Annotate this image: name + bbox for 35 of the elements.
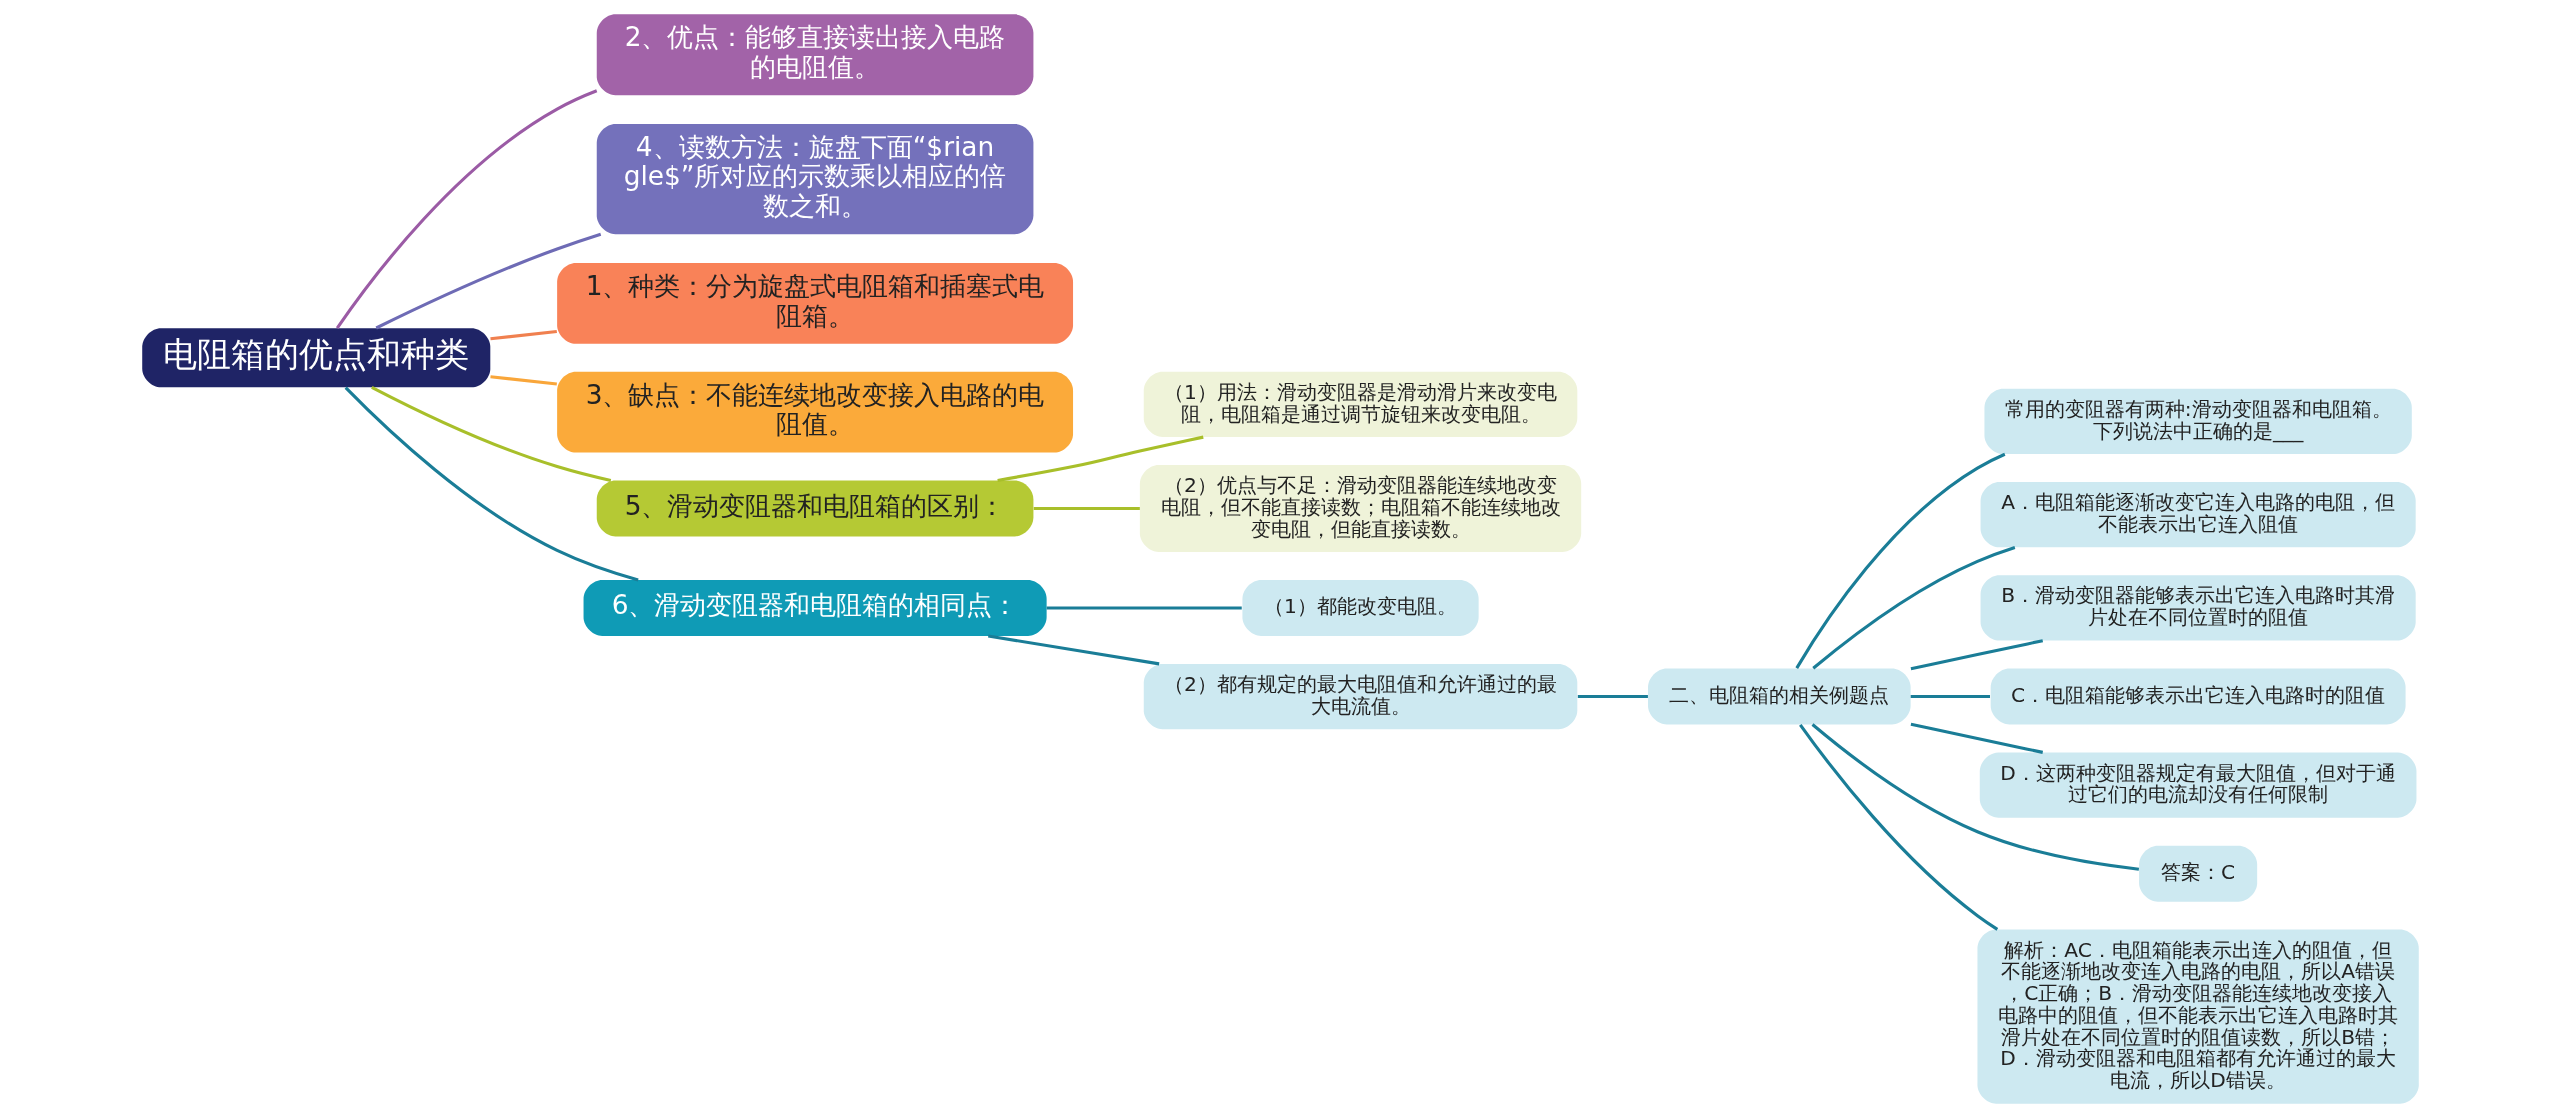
node-box: 1、种类：分为旋盘式电阻箱和插塞式电阻箱。 xyxy=(556,262,1073,344)
node-box: B．滑动变阻器能够表示出它连入电路时其滑片处在不同位置时的阻值 xyxy=(1980,575,2416,641)
node-box: D．这两种变阻器规定有最大阻值，但对于通过它们的电流却没有任何限制 xyxy=(1979,752,2416,818)
node-box: 4、读数方法：旋盘下面“$riangle$”所对应的示数乘以相应的倍数之和。 xyxy=(596,123,1033,235)
connector xyxy=(1794,452,2005,669)
connector xyxy=(1577,694,1648,699)
node-box: 二、电阻箱的相关例题点 xyxy=(1647,668,1911,725)
node-box: 5、滑动变阻器和电阻箱的区别： xyxy=(596,480,1033,537)
node-box: 解析：AC．电阻箱能表示出连入的阻值，但不能逐渐地改变连入电路的电阻，所以A错误，C正确；B．滑动变阻器能连续地改变接入电路中的阻值，但不能表示出它连入电路时其滑片处在不同位置时的阻值读数，所以B错；D．滑动变阻器和电阻箱都有允许通过的最大电流，所以D错误。 xyxy=(1976,929,2419,1104)
connector xyxy=(489,375,557,386)
connector xyxy=(1910,694,1990,699)
connector xyxy=(344,386,639,582)
node-box: A．电阻箱能逐渐改变它连入电路的电阻，但不能表示出它连入阻值 xyxy=(1980,482,2416,548)
node-box: 2、优点：能够直接读出接入电路的电阻值。 xyxy=(596,14,1033,96)
node-box: 3、缺点：不能连续地改变接入电路的电阻值。 xyxy=(556,371,1073,453)
node-box: （2）都有规定的最大电阻值和允许通过的最大电流值。 xyxy=(1143,663,1577,730)
connector xyxy=(1811,723,2139,871)
node-box: （1）都能改变电阻。 xyxy=(1241,580,1479,636)
connector xyxy=(375,232,601,330)
node-box: （1）用法：滑动变阻器是滑动滑片来改变电阻，电阻箱是通过调节旋钮来改变电阻。 xyxy=(1143,371,1577,437)
node-box: C．电阻箱能够表示出它连入电路时的阻值 xyxy=(1990,668,2406,725)
connector xyxy=(996,435,1204,482)
node-box: 电阻箱的优点和种类 xyxy=(141,328,490,388)
connector xyxy=(987,634,1159,666)
connector xyxy=(370,385,611,482)
connector xyxy=(1811,546,2015,670)
node-box: （2）优点与不足：滑动变阻器能连续地改变电阻，但不能直接读数；电阻箱不能连续地改变电阻，但能直接读数。 xyxy=(1139,465,1581,552)
connector xyxy=(1033,506,1140,511)
node-box: 答案：C xyxy=(2138,845,2257,902)
connector xyxy=(1046,606,1242,610)
node-box: 6、滑动变阻器和电阻箱的相同点： xyxy=(583,580,1047,636)
connector xyxy=(335,89,597,330)
node-box: 常用的变阻器有两种:滑动变阻器和电阻箱。下列说法中正确的是___ xyxy=(1983,388,2412,455)
connector xyxy=(1798,723,1998,931)
connector xyxy=(489,330,557,341)
